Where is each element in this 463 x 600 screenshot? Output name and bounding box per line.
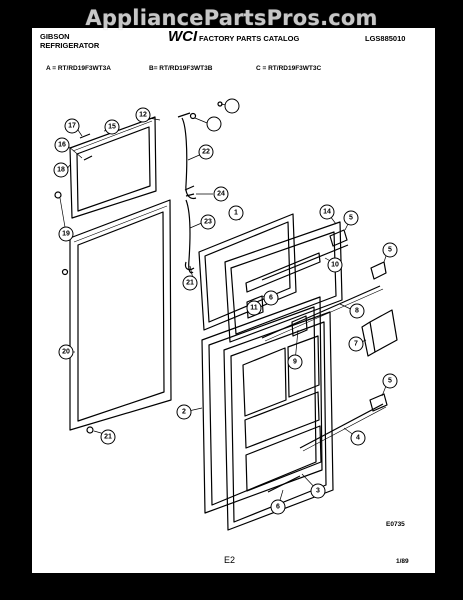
svg-text:17: 17	[68, 123, 76, 130]
callout-5-upper: 5	[382, 242, 398, 258]
svg-text:24: 24	[217, 191, 225, 198]
callout-6-bottom: 6	[270, 499, 286, 515]
svg-text:5: 5	[388, 247, 392, 254]
svg-text:20: 20	[62, 349, 70, 356]
callout-23	[206, 116, 222, 132]
callout-7: 7	[348, 336, 364, 352]
callout-4: 4	[350, 430, 366, 446]
svg-text:6: 6	[269, 295, 273, 302]
hinge-rail-assembly	[177, 101, 223, 274]
svg-text:12: 12	[139, 112, 147, 119]
svg-text:2: 2	[182, 409, 186, 416]
callout-21-upper: 22	[198, 144, 214, 160]
svg-text:4: 4	[356, 435, 360, 442]
svg-text:21: 21	[186, 280, 194, 287]
callout-2: 2	[176, 404, 192, 420]
callout-8-shelf: 8	[349, 303, 365, 319]
catalog-date: 1/89	[396, 558, 409, 565]
dairy-compartment	[361, 309, 398, 357]
model-b: B= RT/RD19F3WT3B	[149, 65, 213, 72]
small-fasteners	[54, 133, 94, 434]
catalog-number: LGS885010	[365, 34, 406, 43]
callout-3: 3	[310, 483, 326, 499]
catalog-title: FACTORY PARTS CATALOG	[199, 34, 300, 43]
svg-text:5: 5	[388, 378, 392, 385]
svg-text:21: 21	[104, 434, 112, 441]
freezer-rail-end	[329, 229, 348, 247]
svg-text:11: 11	[250, 305, 258, 312]
svg-text:8: 8	[355, 308, 359, 315]
callout-10: 11	[246, 300, 262, 316]
callout-24	[224, 98, 240, 114]
svg-text:16: 16	[58, 142, 66, 149]
freezer-door-gasket	[69, 116, 157, 219]
lower-rail-end	[369, 393, 388, 412]
page-label: E2	[224, 555, 236, 565]
brand-name: GIBSON	[40, 32, 70, 41]
callout-20: 21	[182, 275, 198, 291]
watermark: AppliancePartsPros.com	[85, 6, 378, 30]
product-type: REFRIGERATOR	[40, 41, 100, 50]
callout-18: 20	[58, 344, 74, 360]
callout-17: 19	[58, 226, 74, 242]
svg-text:15: 15	[108, 124, 116, 131]
fresh-food-door-inner	[223, 311, 334, 531]
svg-text:19: 19	[62, 231, 70, 238]
svg-text:5: 5	[349, 215, 353, 222]
freezer-shelf-rail	[261, 244, 349, 281]
callout-14: 16	[54, 137, 70, 153]
model-c: C = RT/RD19F3WT3C	[256, 65, 322, 72]
leader-lines	[59, 103, 389, 508]
callout-9: 10	[327, 257, 343, 273]
svg-text:1: 1	[234, 210, 238, 217]
shelf-bar-lower	[299, 403, 384, 449]
fresh-food-door-gasket	[69, 199, 172, 431]
svg-text:7: 7	[354, 341, 358, 348]
upper-rail-end	[370, 261, 387, 280]
svg-text:3: 3	[316, 488, 320, 495]
svg-text:22: 22	[202, 149, 210, 156]
freezer-door-outer	[224, 221, 343, 343]
callout-1: 1	[228, 205, 244, 221]
callout-5-freezer: 5	[343, 210, 359, 226]
svg-text:23: 23	[204, 219, 212, 226]
model-a: A = RT/RD19F3WT3A	[46, 65, 111, 72]
callout-16: 18	[53, 162, 69, 178]
shelf-bar-upper	[261, 285, 381, 339]
svg-text:14: 14	[323, 209, 331, 216]
callout-8-door: 9	[287, 354, 303, 370]
svg-text:6: 6	[276, 504, 280, 511]
svg-text:9: 9	[293, 359, 297, 366]
callout-19: 21	[100, 429, 116, 445]
callout-13: 15	[104, 119, 120, 135]
callout-5-lower: 5	[382, 373, 398, 389]
callout-21-lower: 23	[200, 214, 216, 230]
callout-22: 24	[213, 186, 229, 202]
callout-11: 14	[319, 204, 335, 220]
svg-text:10: 10	[331, 262, 339, 269]
fresh-food-door-liner	[201, 296, 323, 514]
callout-6-freezer: 6	[263, 290, 279, 306]
svg-text:18: 18	[57, 167, 65, 174]
wci-logo: WCI	[168, 28, 198, 45]
freezer-door-liner	[198, 213, 297, 331]
callout-12: 12	[135, 107, 151, 123]
figure-code: E0735	[386, 521, 405, 528]
bottom-bar	[267, 475, 301, 493]
callout-15: 17	[64, 118, 80, 134]
